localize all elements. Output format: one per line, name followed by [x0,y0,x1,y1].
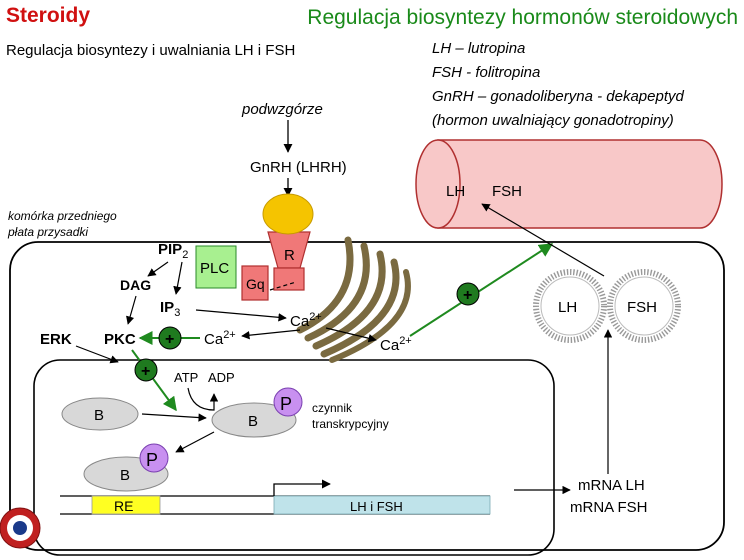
receptor-stem [273,267,305,291]
tf-label-line2: transkrypcyjny [312,417,389,431]
plus-pkc [134,358,158,382]
transcription-start-arrow [273,479,331,496]
arrow-ip3-er [195,309,287,322]
atp-label: ATP [174,370,198,385]
header-title-left: Steroidy [6,4,91,27]
arrow-pip2-dag [147,261,169,277]
plus-ca-secretion [456,282,480,306]
arrow-secretion-vessel [481,203,605,277]
response-element [91,495,161,515]
ca-left-text: Ca [204,331,224,348]
endoplasmic-reticulum [296,236,411,363]
phosphate-2-label: P [146,450,158,470]
plc-enzyme [195,245,237,289]
arrow-dag-pkc [126,295,137,325]
vessel-fsh-label: FSH [492,183,522,200]
ca-left-label: Ca2+ [204,329,236,348]
arrow-atp-adp [187,387,219,411]
arrow-erk [75,345,119,364]
tf-b-bound-label: B [120,467,130,484]
legend-gnrh-text: GnRH – gonadoliberyna - dekapeptyd [432,88,684,105]
receptor-label: R [284,247,295,264]
ca-right-sup: 2+ [399,335,412,347]
gq-label: Gq [246,276,265,292]
mrna-lh-label: mRNA LH [578,477,645,494]
gq-dash [269,281,297,291]
tf-b-active [211,402,297,438]
plus-ca-pkc [158,326,182,350]
erk-label: ERK [40,331,72,348]
gene-label: LH i FSH [350,499,403,514]
subtitle: Regulacja biosyntezy i uwalniania LH i F… [6,42,296,59]
mrna-fsh-label: mRNA FSH [570,499,648,516]
phosphate-1 [273,387,303,417]
adp-label: ADP [208,370,235,385]
arrow-pip2-ip3 [173,261,183,295]
arrow-b-to-dna [175,431,215,453]
gq-protein [241,265,269,301]
cell-membrane [9,241,725,551]
hypothalamus-label: podwzgórze [241,101,323,118]
arrow-pkc-nucleus [131,349,177,412]
blood-vessel [415,139,723,229]
arrow-b-phosphorylation [141,413,207,422]
ip3-sub: 3 [174,307,180,319]
pip2-label: PIP2 [158,241,188,261]
legend-lh: LH – lutropina [432,40,526,57]
gnrh-label: GnRH (LHRH) [250,159,347,176]
legend-gnrh-desc: (hormon uwalniający gonadotropiny) [432,112,674,129]
cell-label-line2: płata przysadki [7,225,88,239]
tf-label-line1: czynnik [312,401,353,415]
legend-fsh: FSH - folitropina [432,64,541,81]
cell-label-line1: komórka przedniego [8,209,117,223]
ca-left-sup: 2+ [223,329,236,341]
arrow-er-ca-left [241,329,301,340]
pip2-text: PIP [158,241,182,258]
nucleus-membrane [33,359,555,556]
vesicle-fsh [607,269,681,343]
ca-er-sup: 2+ [309,311,322,323]
arrow-er-ca-right [325,327,377,343]
ca-right-text: Ca [380,337,400,354]
ca-er-label: Ca2+ [290,311,322,330]
university-seal-logo [0,507,41,549]
ca-right-label: Ca2+ [380,335,412,354]
header-title-right: Regulacja biosyntezy hormonów steroidowy… [307,6,738,29]
vesicle-lh-label: LH [558,299,577,316]
ip3-text: IP [160,299,174,316]
tf-b-inactive-label: B [94,407,104,424]
dag-label: DAG [120,277,151,293]
vesicle-lh [533,269,607,343]
plus-ca-pkc-text: + [165,331,174,348]
pkc-label: PKC [104,331,136,348]
gene-region [273,495,491,515]
response-element-label: RE [114,498,133,514]
arrow-ca-secretion [409,243,554,337]
ip3-label: IP3 [160,299,180,319]
plc-label: PLC [200,260,229,277]
tf-b-active-label: B [248,413,258,430]
vesicle-fsh-label: FSH [627,299,657,316]
phosphate-2 [139,443,169,473]
ca-er-text: Ca [290,313,310,330]
plus-pkc-text: + [141,363,150,380]
tf-b-inactive [61,397,139,431]
plus-ca-secretion-text: + [463,287,472,304]
legend-gnrh: GnRH – gonadoliberyna - dekapeptyd [432,88,684,105]
phosphate-1-label: P [280,394,292,414]
gnrh-ball [262,193,314,235]
vessel-lh-label: LH [446,183,465,200]
pip2-sub: 2 [182,249,188,261]
